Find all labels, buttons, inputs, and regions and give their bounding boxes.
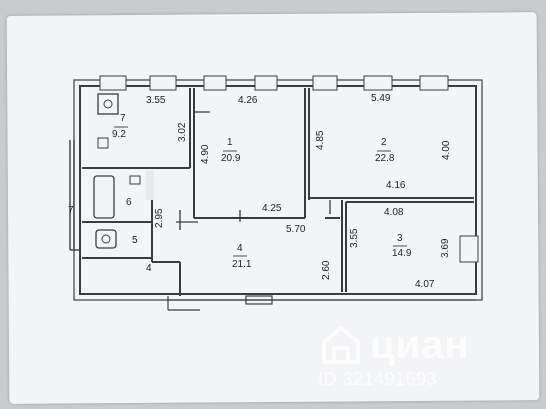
corridor-label: 4 xyxy=(146,263,152,274)
dim-r1-left: 4.90 xyxy=(200,144,211,164)
dim-r1-bottom: 4.25 xyxy=(262,203,282,214)
room-4-number: 4 xyxy=(237,243,243,254)
window xyxy=(254,75,278,91)
window xyxy=(419,75,449,91)
dim-r2-right: 4.00 xyxy=(441,140,452,160)
dim-r3-bottom: 4.07 xyxy=(415,279,435,290)
room-2-area: 22.8 xyxy=(375,153,395,164)
dim-r4-top: 5.70 xyxy=(286,224,306,235)
stove xyxy=(97,93,119,115)
room-3-area: 14.9 xyxy=(392,248,412,259)
sink-drain xyxy=(101,234,111,244)
outer-wall xyxy=(79,85,477,295)
dim-r3-right: 3.69 xyxy=(440,238,451,258)
window xyxy=(149,75,177,91)
dim-r3-left: 3.55 xyxy=(349,228,360,248)
dim-r6-right: 2.95 xyxy=(154,208,165,228)
room-7-area: 9.2 xyxy=(112,129,126,140)
cian-logo-icon xyxy=(322,326,360,364)
watermark: циан ID 321491693 xyxy=(318,322,518,392)
room-1-area: 20.9 xyxy=(221,153,241,164)
window xyxy=(99,75,127,91)
dim-r4-right: 2.60 xyxy=(321,260,332,280)
dim-r7-right: 3.02 xyxy=(177,122,188,142)
outer-wall-outline xyxy=(73,79,483,301)
window xyxy=(312,75,338,91)
dim-r2-top: 5.49 xyxy=(371,93,391,104)
sink xyxy=(95,229,117,249)
room-1-number: 1 xyxy=(227,137,233,148)
window xyxy=(203,75,227,91)
bathtub xyxy=(93,175,115,219)
dim-r3-top: 4.08 xyxy=(384,207,404,218)
window xyxy=(459,235,479,263)
dim-r2-left: 4.85 xyxy=(315,130,326,150)
room-2-number: 2 xyxy=(381,137,387,148)
window xyxy=(363,75,393,91)
room-7-number: 7 xyxy=(120,113,126,124)
interior-walls xyxy=(82,88,474,296)
windows xyxy=(99,75,479,263)
watermark-listing-id: ID 321491693 xyxy=(318,369,438,389)
room-5-number: 5 xyxy=(132,235,138,246)
room-4-area: 21.1 xyxy=(232,259,252,270)
watermark-brand: циан xyxy=(370,323,470,367)
room-3-number: 3 xyxy=(397,233,403,244)
room-6-number: 6 xyxy=(126,197,132,208)
dim-r2-bottom: 4.16 xyxy=(386,180,406,191)
dim-r1-top: 4.26 xyxy=(238,95,258,106)
left-edge-label: 7 xyxy=(68,205,74,216)
dim-r7-top: 3.55 xyxy=(146,95,166,106)
kitchen-sink xyxy=(97,137,109,149)
fixture xyxy=(129,175,141,185)
